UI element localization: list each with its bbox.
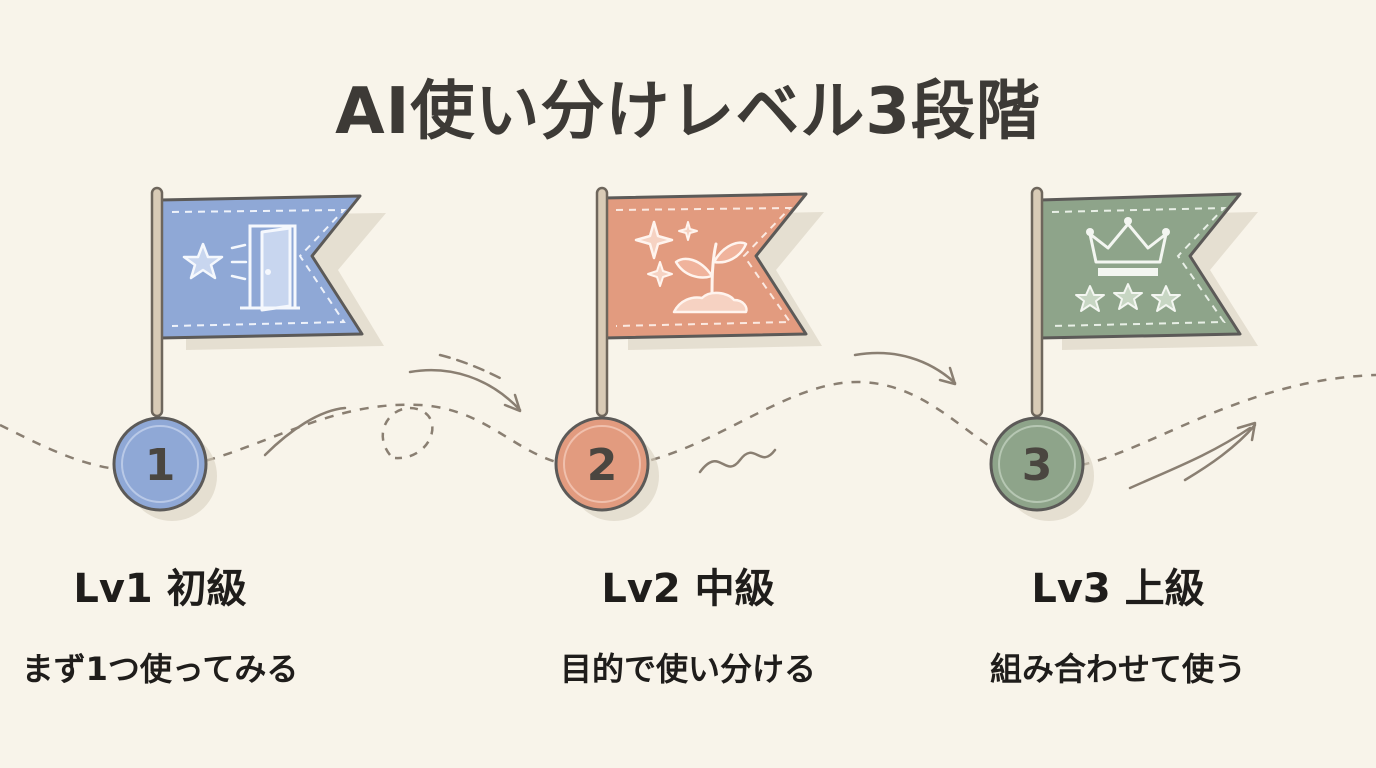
level-3-flag — [1030, 186, 1258, 418]
flag-pole — [595, 186, 609, 418]
arrow-stroke — [408, 368, 522, 412]
level-3-label: Lv3 上級 — [1031, 566, 1205, 612]
arrow-stroke — [1183, 423, 1257, 482]
level-3-circle: 3 — [989, 416, 1094, 521]
level-1-circle: 1 — [112, 416, 217, 521]
dashed-loop — [381, 406, 434, 460]
motion-stroke — [263, 406, 347, 457]
level-2-description: 目的で使い分ける — [559, 650, 816, 688]
level-1-label: Lv1 初級 — [73, 566, 247, 612]
flag-pole — [1030, 186, 1044, 418]
arrow-head — [938, 366, 957, 386]
arrow-stroke — [853, 351, 957, 385]
level-1-number: 1 — [145, 440, 176, 491]
level-2-flag — [595, 186, 824, 418]
sparkle-sprout-icon — [634, 220, 748, 314]
level-2-number: 2 — [587, 440, 618, 491]
level-3-number: 3 — [1022, 440, 1053, 491]
crown-stars-icon — [1075, 217, 1181, 312]
flag-pole — [150, 186, 164, 418]
motion-stroke — [438, 353, 502, 380]
level-3-description: 組み合わせて使う — [989, 650, 1246, 688]
level-1-description: まず1つ使ってみる — [21, 650, 299, 688]
level-2-label: Lv2 中級 — [601, 566, 775, 612]
arrow-head — [1236, 421, 1257, 442]
squiggle-stroke — [698, 448, 777, 474]
level-2-circle: 2 — [554, 416, 659, 521]
star-door-icon — [182, 224, 300, 312]
level-1-flag — [150, 186, 386, 418]
page-title: AI使い分けレベル3段階 — [335, 75, 1041, 149]
arrow-stroke — [1128, 426, 1252, 490]
arrow-head — [503, 393, 522, 413]
